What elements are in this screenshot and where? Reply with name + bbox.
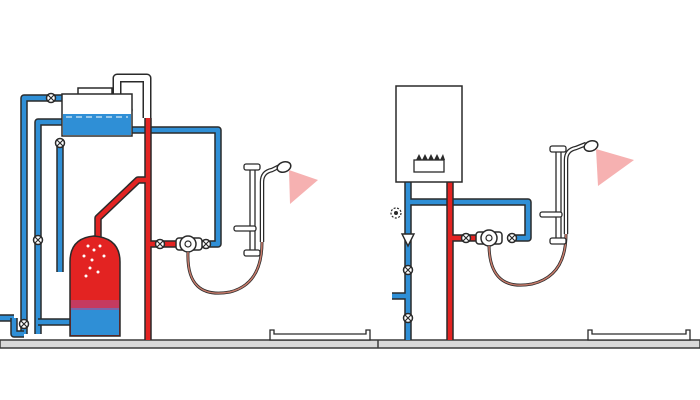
mixer-valve-icon[interactable] bbox=[175, 235, 203, 253]
shower-head-icon bbox=[563, 139, 634, 234]
floor bbox=[0, 339, 700, 349]
valve-icon[interactable] bbox=[32, 234, 44, 246]
valve-icon[interactable] bbox=[402, 264, 414, 276]
shower-spray bbox=[289, 170, 318, 204]
cold-water-storage-tank bbox=[61, 93, 133, 137]
check-valve-icon[interactable] bbox=[400, 233, 416, 248]
valve-icon[interactable] bbox=[402, 312, 414, 324]
burner bbox=[413, 154, 445, 173]
combi-boiler bbox=[395, 85, 463, 183]
shower-tray bbox=[587, 329, 691, 341]
valve-icon[interactable] bbox=[18, 318, 30, 330]
filling-loop bbox=[390, 207, 402, 219]
shower-spray bbox=[596, 149, 634, 186]
shower-riser-rail bbox=[539, 145, 567, 245]
valve-icon[interactable] bbox=[200, 238, 212, 250]
cylinder-vapour-dots bbox=[82, 244, 106, 278]
right-combi-system bbox=[390, 85, 691, 341]
shower-riser-rail bbox=[233, 163, 261, 257]
valve-icon[interactable] bbox=[460, 232, 472, 244]
valve-icon[interactable] bbox=[45, 92, 57, 104]
valve-icon[interactable] bbox=[506, 232, 518, 244]
shower-head-icon bbox=[259, 160, 318, 242]
shower-tray bbox=[269, 329, 371, 341]
valve-icon[interactable] bbox=[154, 238, 166, 250]
mixer-valve-icon[interactable] bbox=[475, 229, 503, 247]
left-vented-system bbox=[0, 73, 371, 341]
hot-water-cylinder bbox=[69, 235, 121, 337]
valve-icon[interactable] bbox=[54, 137, 66, 149]
